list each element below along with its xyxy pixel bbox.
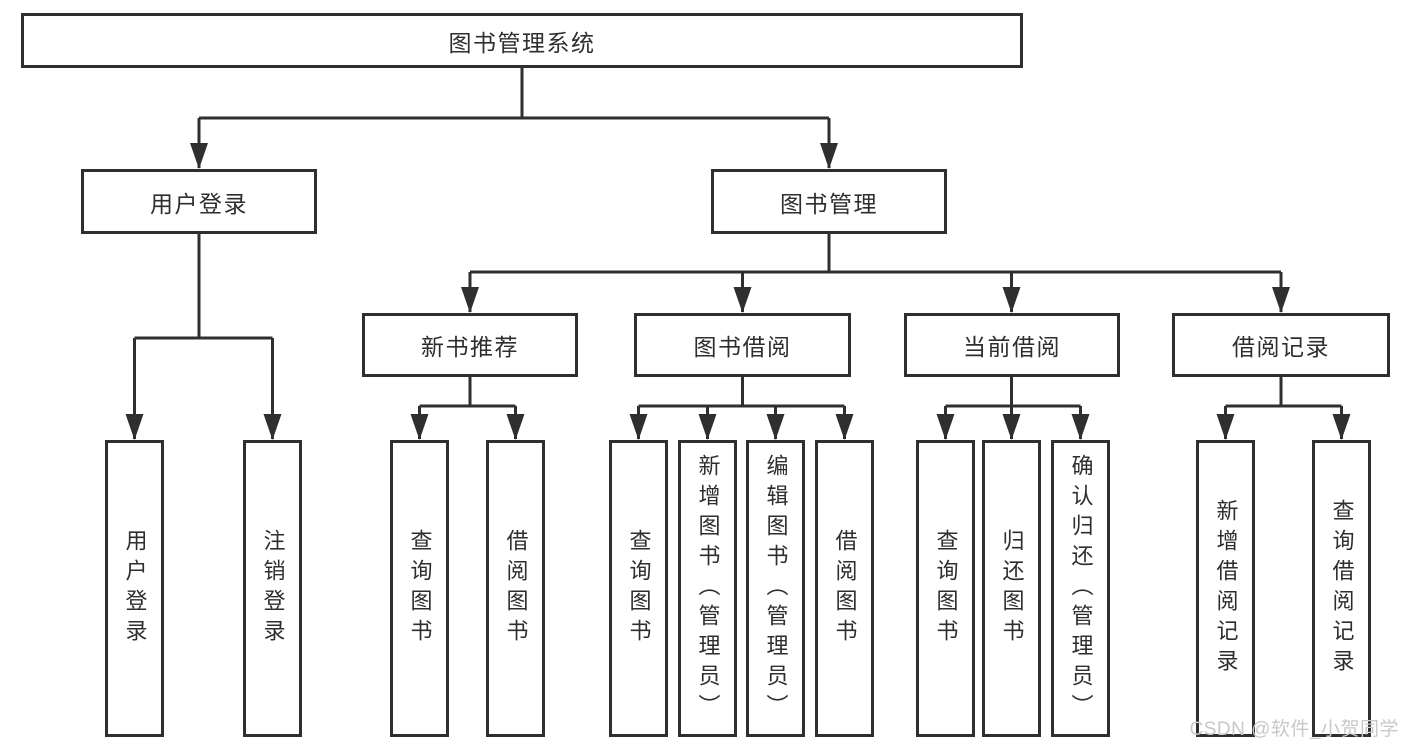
leaf-cb-confirm-return-admin: 确认归还（管理员） — [1051, 440, 1110, 737]
node-current-borrowing: 当前借阅 — [904, 313, 1120, 377]
leaf-bb-edit-books-admin: 编辑图书（管理员） — [746, 440, 805, 737]
leaf-label: 归还图书 — [999, 528, 1025, 649]
leaf-cb-return-books: 归还图书 — [982, 440, 1041, 737]
leaf-label: 查询图书 — [626, 528, 652, 649]
leaf-logout: 注销登录 — [243, 440, 302, 737]
node-label: 用户登录 — [150, 190, 248, 217]
leaf-nbr-query-books: 查询图书 — [390, 440, 449, 737]
node-label: 图书借阅 — [693, 334, 792, 360]
leaf-label: 编辑图书（管理员） — [763, 453, 789, 724]
node-label: 当前借阅 — [963, 334, 1061, 360]
node-label: 借阅记录 — [1232, 334, 1330, 360]
node-book-management: 图书管理 — [711, 169, 947, 234]
node-new-book-recommend: 新书推荐 — [362, 313, 578, 377]
connector-lines — [134, 68, 1342, 408]
leaf-label: 用户登录 — [122, 528, 148, 649]
node-borrowing-records: 借阅记录 — [1172, 313, 1390, 377]
csdn-watermark: CSDN @软件_小贺同学 — [1189, 719, 1399, 740]
leaf-cb-query-books: 查询图书 — [916, 440, 975, 737]
leaf-label: 新增图书（管理员） — [695, 453, 721, 724]
leaf-user-login: 用户登录 — [105, 440, 164, 737]
leaf-br-add-record: 新增借阅记录 — [1196, 440, 1255, 737]
node-library-management-system: 图书管理系统 — [21, 13, 1023, 68]
node-book-borrowing: 图书借阅 — [634, 313, 851, 377]
leaf-bb-add-books-admin: 新增图书（管理员） — [678, 440, 737, 737]
leaf-label: 注销登录 — [260, 528, 286, 649]
node-label: 图书管理系统 — [448, 29, 596, 56]
leaf-label: 新增借阅记录 — [1213, 498, 1239, 679]
leaf-label: 查询图书 — [933, 528, 959, 649]
leaf-label: 借阅图书 — [503, 528, 529, 649]
node-label: 新书推荐 — [421, 334, 519, 360]
leaf-label: 查询借阅记录 — [1329, 498, 1355, 679]
leaf-label: 确认归还（管理员） — [1068, 453, 1094, 724]
node-user-login: 用户登录 — [81, 169, 317, 234]
leaf-label: 借阅图书 — [832, 528, 858, 649]
leaf-nbr-borrow-books: 借阅图书 — [486, 440, 545, 737]
leaf-br-query-record: 查询借阅记录 — [1312, 440, 1371, 737]
leaf-label: 查询图书 — [407, 528, 433, 649]
leaf-bb-borrow-books: 借阅图书 — [815, 440, 874, 737]
leaf-bb-query-books: 查询图书 — [609, 440, 668, 737]
node-label: 图书管理 — [780, 190, 878, 217]
